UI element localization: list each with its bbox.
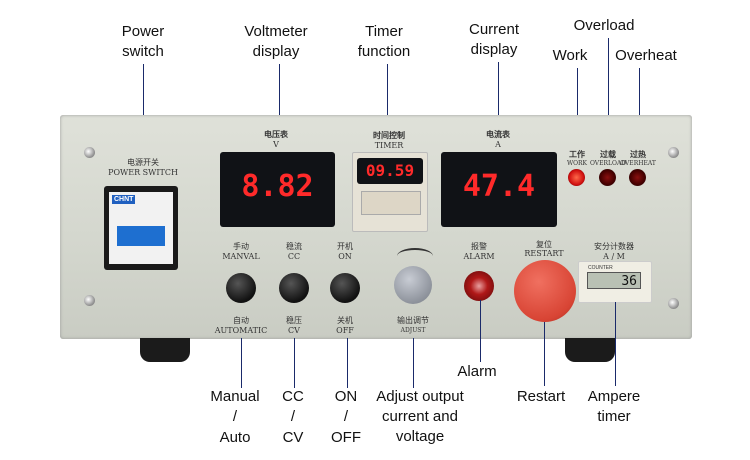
counter-brand-label: COUNTER <box>588 265 613 271</box>
label-cv: CV <box>282 429 304 446</box>
manual-label-cn: 手动 <box>233 242 249 251</box>
label-overheat: Overheat <box>615 47 677 64</box>
cc-label-en: CC <box>287 252 301 261</box>
overload-indicator-light <box>599 169 616 186</box>
label-cc: CC <box>282 388 304 405</box>
counter-label-cn: 安分计数器 <box>594 242 634 251</box>
screw-icon <box>668 147 679 158</box>
timer-module[interactable]: 09.59 <box>352 152 428 232</box>
label-ampere-timer: Ampere timer <box>587 388 641 425</box>
work-label-cn: 工作 <box>569 149 585 159</box>
leader-line <box>241 338 242 388</box>
cc-label-cn: 稳流 <box>286 242 302 251</box>
breaker-brand: CHNT <box>112 195 136 204</box>
label-overload: Overload <box>573 17 635 34</box>
alarm-label-en: ALARM <box>463 252 495 261</box>
manual-auto-toggle[interactable] <box>226 273 256 303</box>
label-slash: / <box>343 408 349 425</box>
leader-line <box>608 38 609 140</box>
timer-display: 09.59 <box>357 158 423 184</box>
leader-line <box>143 64 144 150</box>
adjust-label-cn: 输出调节 <box>397 316 429 325</box>
leader-line <box>639 68 640 140</box>
label-current: Current display <box>468 21 520 58</box>
label-power-switch: Power switch <box>121 23 165 60</box>
label-on: ON <box>334 388 358 405</box>
foot <box>140 338 190 362</box>
cc-cv-toggle[interactable] <box>279 273 309 303</box>
restart-button[interactable] <box>514 260 576 322</box>
ammeter-label-cn: 电流表 <box>486 129 510 139</box>
leader-line <box>347 338 348 388</box>
overheat-label-en: OVERHEAT <box>620 160 656 167</box>
restart-label-en: RESTART <box>524 249 564 258</box>
screw-icon <box>668 298 679 309</box>
screw-icon <box>84 295 95 306</box>
overload-label-en: OVERLOAD <box>589 160 627 167</box>
label-manual: Manual <box>210 388 260 405</box>
adjust-knob[interactable] <box>394 266 432 304</box>
leader-line <box>294 338 295 388</box>
counter-label-en: A / M <box>603 252 625 261</box>
screw-icon <box>84 147 95 158</box>
overheat-label-cn: 过热 <box>630 149 646 159</box>
leader-line <box>279 64 280 124</box>
timer-label-cn: 时间控制 <box>373 130 405 140</box>
label-restart: Restart <box>516 388 566 405</box>
label-off: OFF <box>331 429 361 446</box>
on-label-en: ON <box>338 252 352 261</box>
leader-line <box>387 64 388 124</box>
timer-label-en: TIMER <box>374 141 404 150</box>
ampere-timer-counter: COUNTER 36 <box>578 261 652 303</box>
voltmeter-label-cn: 电压表 <box>264 129 288 139</box>
ammeter-label-en: A <box>495 140 501 149</box>
off-label-en: OFF <box>336 326 354 335</box>
cv-label-cn: 稳压 <box>286 316 302 325</box>
counter-display: 36 <box>587 272 641 289</box>
ammeter-display: 47.4 <box>441 152 557 227</box>
cv-label-en: CV <box>288 326 300 335</box>
on-label-cn: 开机 <box>337 242 353 251</box>
off-label-cn: 关机 <box>337 316 353 325</box>
leader-line <box>615 302 616 386</box>
manual-label-en: MANVAL <box>222 252 260 261</box>
timer-dip-switches[interactable] <box>361 191 421 215</box>
power-switch-label-en: POWER SWITCH <box>108 168 178 177</box>
restart-label-cn: 复位 <box>536 240 552 249</box>
label-slash: / <box>290 408 296 425</box>
overheat-indicator-light <box>629 169 646 186</box>
label-timer: Timer function <box>357 23 411 60</box>
leader-line <box>480 300 481 362</box>
work-label-en: WORK <box>566 160 588 167</box>
label-work: Work <box>552 47 588 64</box>
power-switch-label-cn: 电源开关 <box>127 158 159 167</box>
on-off-toggle[interactable] <box>330 273 360 303</box>
voltmeter-display: 8.82 <box>220 152 335 227</box>
voltmeter-label-en: V <box>273 140 279 149</box>
adjust-arc-icon <box>397 248 433 264</box>
label-slash: / <box>232 408 238 425</box>
adjust-label-en: ADJUST <box>400 327 426 334</box>
leader-line <box>544 322 545 386</box>
alarm-label-cn: 报警 <box>471 242 487 251</box>
leader-line <box>498 62 499 124</box>
leader-line <box>577 68 578 140</box>
label-auto: Auto <box>219 429 251 446</box>
power-switch-breaker[interactable]: CHNT <box>104 186 178 270</box>
label-alarm: Alarm <box>457 363 497 380</box>
leader-line <box>413 338 414 388</box>
label-adjust: Adjust output current and voltage <box>376 388 464 445</box>
label-voltmeter: Voltmeter display <box>244 23 308 60</box>
work-indicator-light <box>568 169 585 186</box>
auto-label-en: AUTOMATIC <box>214 326 268 335</box>
auto-label-cn: 自动 <box>233 316 249 325</box>
foot <box>565 338 615 362</box>
alarm-buzzer <box>464 271 494 301</box>
overload-label-cn: 过载 <box>600 149 616 159</box>
